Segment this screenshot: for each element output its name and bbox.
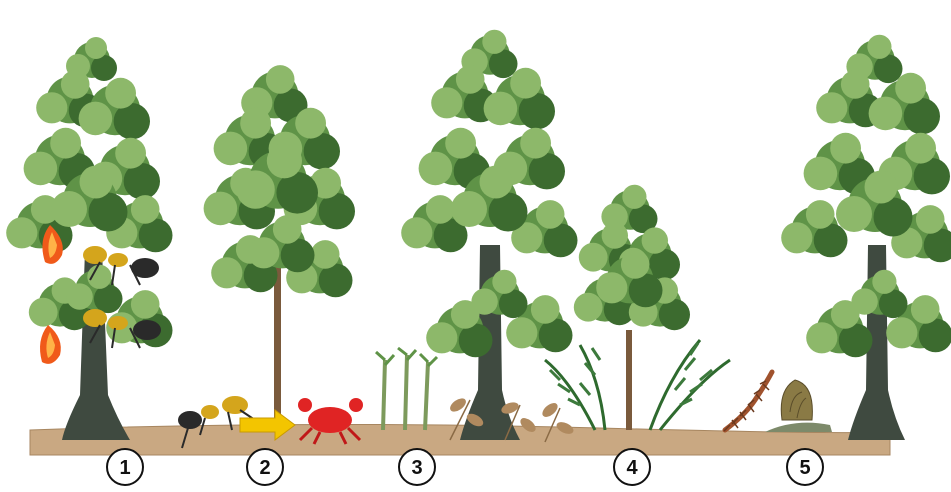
stage-marker-1: 1 [107,449,143,485]
centipede-icon [724,372,772,431]
stage-marker-4: 4 [614,449,650,485]
tall-tree-5 [781,35,951,440]
young-tree-4 [574,185,690,430]
slender-tree-2 [204,65,355,430]
stage-marker-3: 3 [399,449,435,485]
snail-icon [765,380,832,432]
stage-number: 2 [259,457,270,479]
stage-number: 5 [799,457,810,479]
stage-marker-5: 5 [787,449,823,485]
stage-number: 3 [411,457,422,479]
tall-tree-1 [6,37,172,440]
seedlings-icon [376,348,437,430]
flame-fruit-icon [40,325,61,364]
stage-number: 1 [119,457,130,479]
fern-icon [545,340,730,430]
stage-marker-2: 2 [247,449,283,485]
stage-number: 4 [626,457,638,479]
